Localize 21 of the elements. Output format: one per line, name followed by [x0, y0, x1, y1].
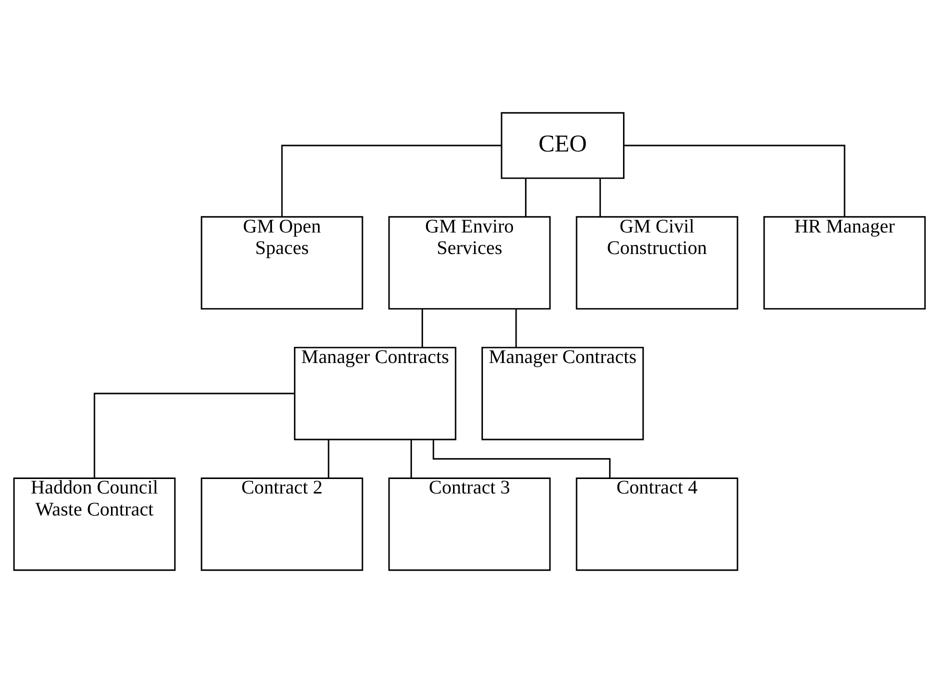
connector	[598, 178, 600, 217]
connector	[524, 178, 526, 217]
node-box: GM Enviro Services	[388, 216, 550, 310]
node-box: Manager Contracts	[293, 346, 456, 440]
node-box: Contract 2	[200, 477, 363, 571]
node-box: HR Manager	[762, 216, 926, 310]
node-box: Manager Contracts	[480, 346, 644, 440]
connector	[93, 392, 294, 478]
connector	[327, 440, 329, 478]
connector	[410, 440, 412, 478]
node-box: Haddon Council Waste Contract	[12, 477, 176, 571]
node-box: CEO	[500, 112, 624, 179]
connector	[432, 440, 610, 478]
connector	[623, 144, 845, 217]
connector	[514, 308, 516, 348]
connector	[421, 308, 423, 348]
node-box: Contract 4	[575, 477, 738, 571]
node-box: Contract 3	[388, 477, 550, 571]
node-box: GM Civil Construction	[575, 216, 738, 310]
connector	[280, 144, 501, 217]
node-box: GM Open Spaces	[200, 216, 363, 310]
